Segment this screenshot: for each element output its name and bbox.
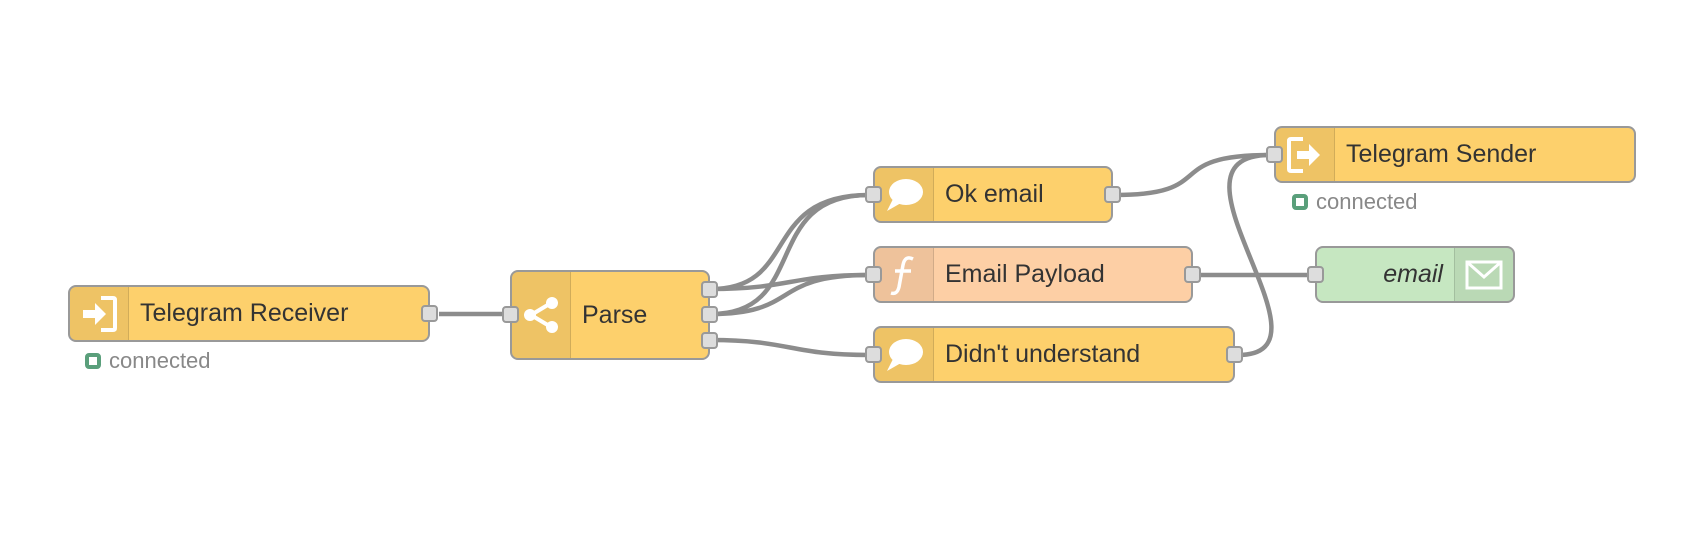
node-ok-email[interactable]: Ok email	[865, 166, 1121, 223]
node-email[interactable]: email	[1307, 246, 1515, 303]
node-email-payload[interactable]: Email Payload	[865, 246, 1201, 303]
node-telegram-sender[interactable]: Telegram Sender	[1266, 126, 1636, 183]
output-port-1[interactable]	[701, 281, 718, 298]
wire-parse-to-didnt-understand[interactable]	[710, 337, 870, 358]
node-label: Telegram Sender	[1346, 140, 1537, 168]
wire-ok-email-to-sender[interactable]	[1114, 152, 1271, 198]
status-text: connected	[109, 348, 211, 373]
input-port[interactable]	[865, 266, 882, 283]
speech-bubble-icon	[875, 168, 934, 221]
arrow-in-icon	[70, 287, 129, 340]
wire-didnt-understand-to-sender[interactable]	[1227, 152, 1274, 358]
status-text: connected	[1316, 189, 1418, 214]
node-label: Telegram Receiver	[140, 299, 349, 327]
output-port[interactable]	[1184, 266, 1201, 283]
node-label: Ok email	[945, 180, 1044, 208]
input-port[interactable]	[865, 186, 882, 203]
node-parse[interactable]: Parse	[502, 270, 718, 360]
output-port[interactable]	[421, 305, 438, 322]
input-port[interactable]	[1266, 146, 1283, 163]
share-icon	[512, 272, 571, 358]
input-port[interactable]	[1307, 266, 1324, 283]
output-port-3[interactable]	[701, 332, 718, 349]
node-label: email	[1383, 260, 1443, 288]
status-dot-icon	[1292, 194, 1308, 210]
input-port[interactable]	[502, 306, 519, 323]
status-receiver: connected	[85, 348, 211, 374]
status-sender: connected	[1292, 189, 1418, 215]
output-port[interactable]	[1226, 346, 1243, 363]
node-label: Didn't understand	[945, 340, 1141, 368]
node-label: Email Payload	[945, 260, 1105, 288]
wire-parse-to-email-payload-2[interactable]	[710, 272, 870, 317]
node-telegram-receiver[interactable]: Telegram Receiver	[68, 285, 438, 342]
envelope-icon	[1454, 248, 1513, 301]
arrow-out-icon	[1276, 128, 1335, 181]
node-didnt-understand[interactable]: Didn't understand	[865, 326, 1243, 383]
output-port-2[interactable]	[701, 306, 718, 323]
status-dot-icon	[85, 353, 101, 369]
input-port[interactable]	[865, 346, 882, 363]
node-label: Parse	[582, 300, 648, 329]
wire-parse-to-ok-email-2[interactable]	[710, 192, 870, 317]
output-port[interactable]	[1104, 186, 1121, 203]
function-icon	[875, 248, 934, 301]
speech-bubble-icon	[875, 328, 934, 381]
